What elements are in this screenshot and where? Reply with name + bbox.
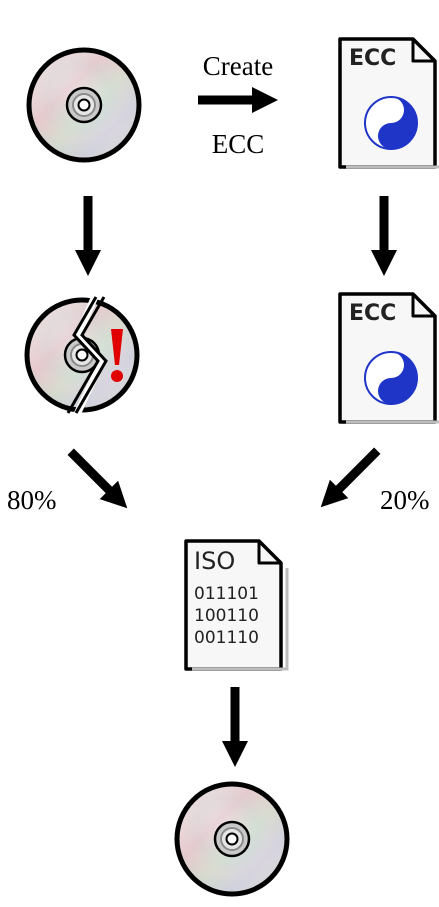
original-disc-icon (29, 50, 139, 160)
percent-left-label: 80% (7, 485, 57, 515)
down-arrow-left-icon (75, 196, 101, 276)
iso-line-1: 011101 (194, 584, 259, 604)
iso-tag-label: ISO (194, 547, 235, 575)
down-arrow-right-icon (371, 196, 397, 276)
create-label: Create (203, 51, 273, 81)
down-arrow-final-icon (222, 687, 248, 767)
iso-line-2: 100110 (194, 606, 259, 626)
create-arrow-icon (198, 87, 278, 113)
iso-line-3: 001110 (194, 628, 259, 648)
ecc-label: ECC (212, 129, 265, 159)
ecc-tag-label: ECC (349, 46, 396, 71)
ecc-copy-tag-label: ECC (349, 301, 396, 326)
iso-file-icon: ISO 011101 100110 001110 (184, 539, 289, 671)
ecc-file-icon: ECC (338, 37, 439, 169)
percent-right-label: 20% (380, 485, 430, 515)
exclamation-icon (111, 329, 123, 382)
diagonal-arrow-left-icon (61, 442, 137, 518)
damaged-disc-icon (27, 296, 137, 414)
diagonal-arrow-right-icon (311, 441, 387, 517)
yin-yang-copy-icon (364, 351, 418, 405)
yin-yang-icon (364, 96, 418, 150)
recovered-disc-icon (177, 784, 287, 894)
ecc-file-copy-icon: ECC (338, 292, 439, 424)
